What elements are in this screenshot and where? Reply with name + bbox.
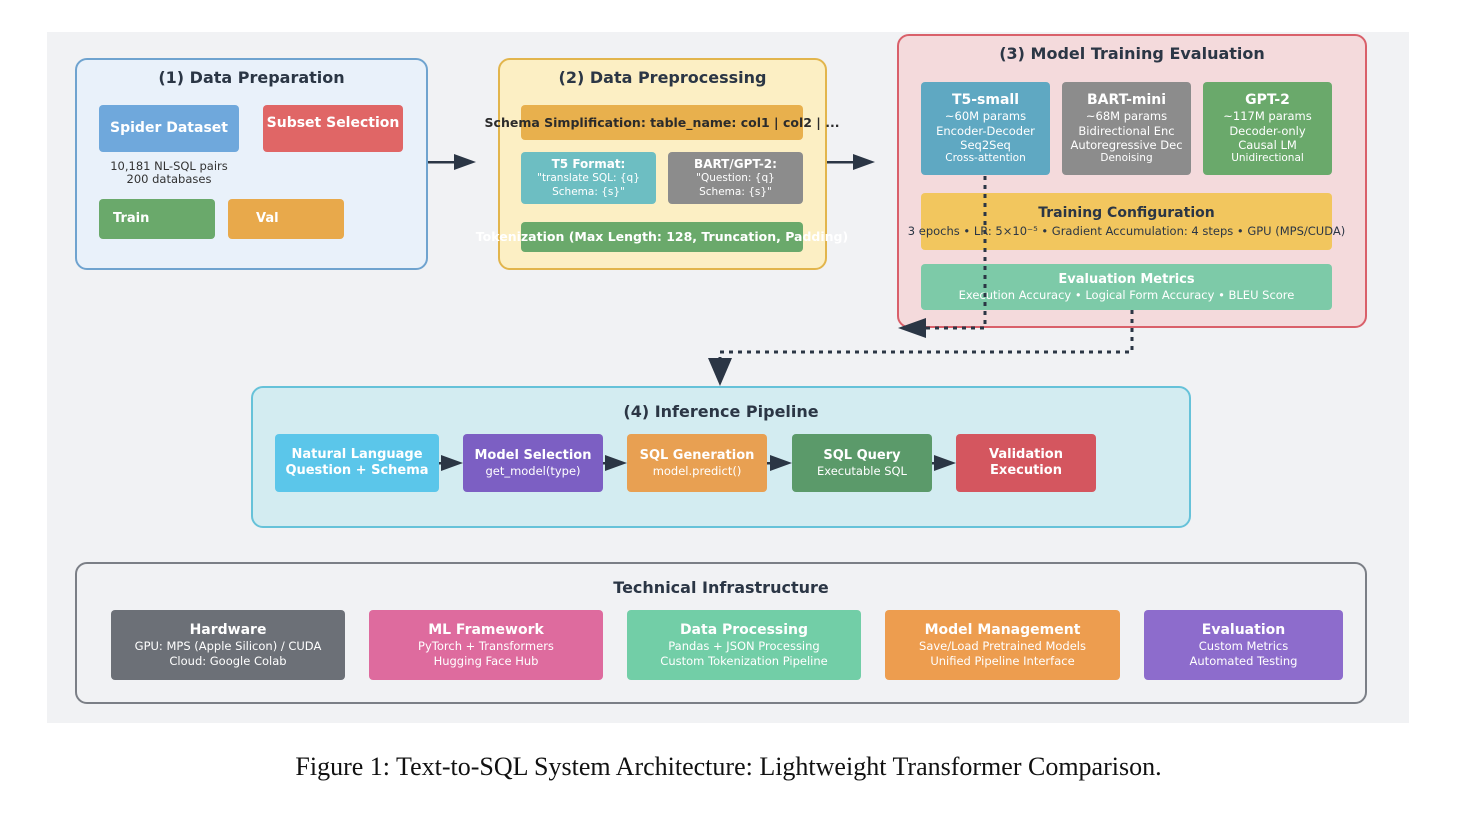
data-preprocessing-title: (2) Data Preprocessing: [558, 68, 767, 87]
t5-small-type: Seq2Seq: [960, 137, 1011, 152]
t5-format-box: T5 Format: "translate SQL: {q} Schema: {…: [521, 152, 656, 204]
data-processing-title: Data Processing: [679, 621, 809, 638]
t5-format-title: T5 Format:: [551, 157, 626, 172]
model-training-title: (3) Model Training Evaluation: [999, 44, 1265, 63]
dataset-databases-text: 200 databases: [126, 171, 212, 186]
validation-step: Validation Execution: [956, 434, 1096, 492]
subset-selection-box: Subset Selection: [263, 105, 403, 152]
train-split-box: Train: [99, 199, 215, 239]
training-configuration-title: Training Configuration: [1038, 204, 1215, 221]
tokenization-bar: Tokenization (Max Length: 128, Truncatio…: [476, 222, 848, 252]
model-management-title: Model Management: [924, 621, 1081, 638]
t5-small-name: T5-small: [951, 91, 1020, 108]
gpt2-model-box: GPT-2 ~117M params Decoder-only Causal L…: [1203, 82, 1332, 175]
gpt2-direction: Unidirectional: [1231, 152, 1304, 165]
evaluation-line2: Automated Testing: [1189, 653, 1298, 668]
natural-language-line1: Natural Language: [291, 446, 423, 462]
bart-mini-model-box: BART-mini ~68M params Bidirectional Enc …: [1062, 82, 1191, 175]
training-configuration-detail: 3 epochs • LR: 5×10⁻⁵ • Gradient Accumul…: [907, 224, 1346, 239]
bart-mini-objective: Denoising: [1100, 152, 1153, 165]
gpt2-type: Causal LM: [1238, 137, 1297, 152]
hardware-box: Hardware GPU: MPS (Apple Silicon) / CUDA…: [111, 610, 345, 680]
dataset-stats: 10,181 NL-SQL pairs 200 databases: [99, 160, 239, 185]
ml-framework-box: ML Framework PyTorch + Transformers Hugg…: [369, 610, 603, 680]
hardware-title: Hardware: [189, 621, 267, 638]
sql-query-detail: Executable SQL: [817, 463, 907, 478]
model-management-line2: Unified Pipeline Interface: [930, 653, 1075, 668]
evaluation-metrics-title: Evaluation Metrics: [1058, 271, 1195, 287]
dataset-pairs-text: 10,181 NL-SQL pairs: [110, 159, 228, 173]
sql-query-step: SQL Query Executable SQL: [792, 434, 932, 492]
sql-query-title: SQL Query: [823, 447, 901, 463]
model-selection-title: Model Selection: [474, 447, 592, 463]
bart-mini-encoder: Bidirectional Enc: [1078, 123, 1175, 138]
model-selection-detail: get_model(type): [485, 463, 581, 478]
evaluation-title: Evaluation: [1201, 621, 1286, 638]
bart-mini-name: BART-mini: [1086, 91, 1167, 108]
evaluation-line1: Custom Metrics: [1198, 639, 1289, 654]
val-split-box: Val: [228, 199, 344, 239]
inference-pipeline-title: (4) Inference Pipeline: [623, 402, 819, 421]
bart-gpt2-format-line2: Schema: {s}": [699, 185, 772, 198]
t5-format-line1: "translate SQL: {q}: [537, 172, 640, 185]
subset-selection-label: Subset Selection: [266, 115, 400, 131]
t5-small-params: ~60M params: [944, 109, 1027, 124]
data-processing-line2: Custom Tokenization Pipeline: [660, 653, 828, 668]
gpt2-params: ~117M params: [1223, 109, 1312, 124]
evaluation-box: Evaluation Custom Metrics Automated Test…: [1144, 610, 1343, 680]
t5-format-line2: Schema: {s}": [552, 185, 625, 198]
model-management-box: Model Management Save/Load Pretrained Mo…: [885, 610, 1120, 680]
bart-mini-params: ~68M params: [1085, 109, 1168, 124]
t5-small-model-box: T5-small ~60M params Encoder-Decoder Seq…: [921, 82, 1050, 175]
validation-line1: Validation: [989, 446, 1063, 462]
hardware-line1: GPU: MPS (Apple Silicon) / CUDA: [134, 639, 322, 654]
hardware-line2: Cloud: Google Colab: [169, 653, 287, 668]
bart-gpt2-format-title: BART/GPT-2:: [694, 157, 777, 172]
model-management-line1: Save/Load Pretrained Models: [919, 639, 1086, 654]
natural-language-step: Natural Language Question + Schema: [275, 434, 439, 492]
natural-language-line2: Question + Schema: [285, 463, 429, 478]
ml-framework-line2: Hugging Face Hub: [433, 653, 539, 668]
data-preparation-title: (1) Data Preparation: [158, 68, 345, 87]
bart-gpt2-format-box: BART/GPT-2: "Question: {q} Schema: {s}": [668, 152, 803, 204]
ml-framework-title: ML Framework: [428, 621, 544, 638]
spider-dataset-box: Spider Dataset: [99, 105, 239, 152]
t5-small-arch: Encoder-Decoder: [936, 123, 1035, 138]
tokenization-label: Tokenization (Max Length: 128, Truncatio…: [475, 229, 849, 245]
schema-simplification-bar: Schema Simplification: table_name: col1 …: [485, 105, 839, 140]
gpt2-arch: Decoder-only: [1229, 123, 1306, 138]
bart-gpt2-format-line1: "Question: {q}: [696, 172, 775, 185]
data-processing-line1: Pandas + JSON Processing: [668, 639, 820, 654]
evaluation-metrics-detail: Execution Accuracy • Logical Form Accura…: [958, 287, 1295, 302]
bart-mini-decoder: Autoregressive Dec: [1070, 137, 1183, 152]
train-label: Train: [113, 210, 150, 226]
spider-dataset-label: Spider Dataset: [110, 119, 228, 136]
t5-small-attention: Cross-attention: [945, 152, 1026, 165]
technical-infrastructure-title: Technical Infrastructure: [613, 578, 829, 597]
data-processing-box: Data Processing Pandas + JSON Processing…: [627, 610, 861, 680]
validation-line2: Execution: [990, 463, 1062, 478]
sql-generation-step: SQL Generation model.predict(): [627, 434, 767, 492]
figure-caption: Figure 1: Text-to-SQL System Architectur…: [295, 752, 1162, 781]
evaluation-metrics-box: Evaluation Metrics Execution Accuracy • …: [921, 264, 1332, 310]
training-configuration-box: Training Configuration 3 epochs • LR: 5×…: [908, 193, 1345, 250]
ml-framework-line1: PyTorch + Transformers: [418, 639, 554, 654]
sql-generation-detail: model.predict(): [652, 463, 742, 478]
model-selection-step: Model Selection get_model(type): [463, 434, 603, 492]
gpt2-name: GPT-2: [1245, 91, 1290, 108]
sql-generation-title: SQL Generation: [639, 447, 755, 463]
schema-simplification-label: Schema Simplification: table_name: col1 …: [484, 114, 840, 130]
val-label: Val: [256, 210, 279, 226]
